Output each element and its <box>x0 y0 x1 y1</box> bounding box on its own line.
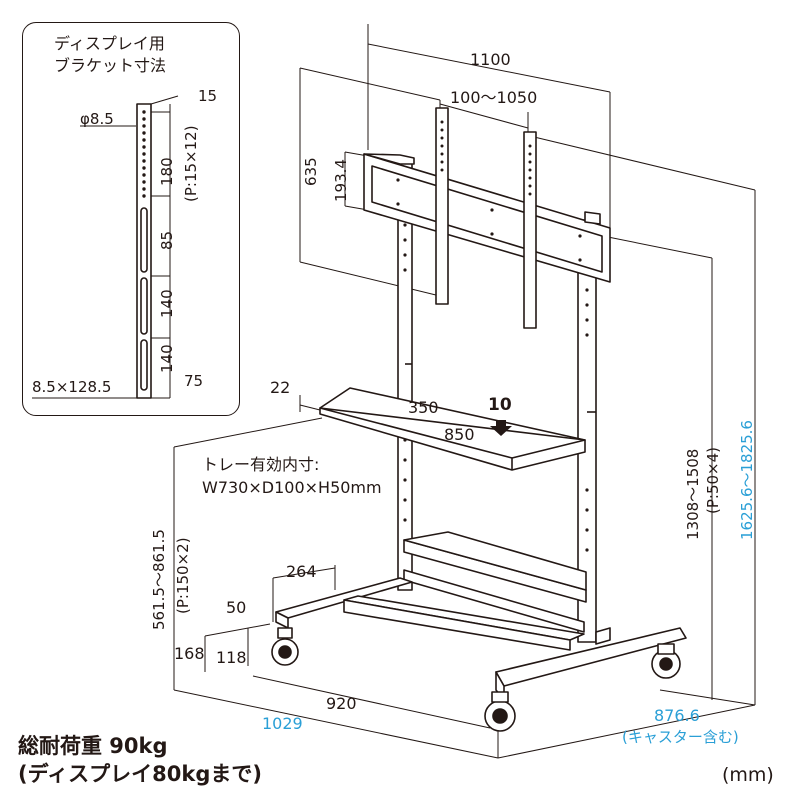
base-1029-label: 1029 <box>262 714 303 733</box>
segment3-label: 140 <box>158 344 176 373</box>
unit-label: (mm) <box>722 764 774 786</box>
base-264-label: 264 <box>286 562 317 581</box>
mount-height-label: 1308〜1508 <box>684 448 702 540</box>
base-876-label: 876.6 <box>654 706 700 725</box>
segment1-label: 85 <box>158 230 176 250</box>
mount-pitch-label: (P:50×4) <box>704 446 722 514</box>
shelf-height-label: 561.5〜861.5 <box>150 529 168 630</box>
base-118-label: 118 <box>216 648 247 667</box>
tray-width-label: 850 <box>444 425 475 444</box>
total-height-label: 1625.6〜1825.6 <box>738 420 756 540</box>
caster-note-label: (キャスター含む) <box>622 728 739 746</box>
pitch-label: 180 <box>158 157 176 186</box>
top-margin-label: 15 <box>198 87 218 105</box>
bracket-span-label: 100〜1050 <box>450 88 538 107</box>
bottom-label: 75 <box>184 372 204 390</box>
tray-inner-size: W730×D100×H50mm <box>202 478 382 497</box>
inset-title-line2: ブラケット寸法 <box>54 56 167 75</box>
slot-label: 8.5×128.5 <box>32 378 112 396</box>
inset-title-line1: ディスプレイ用 <box>54 34 165 53</box>
tray-depth-label: 350 <box>408 398 439 417</box>
load-capacity-line2: (ディスプレイ80kgまで) <box>18 762 262 786</box>
base-50-label: 50 <box>226 598 247 617</box>
inset-bracket <box>32 95 179 399</box>
load-capacity-line1: 総耐荷重 90kg <box>18 734 168 758</box>
height-635-label: 635 <box>302 157 320 186</box>
pitch-note-label: (P:15×12) <box>182 125 200 202</box>
shelf-pitch-label: (P:150×2) <box>174 537 192 614</box>
bracket-inset-panel <box>22 22 240 416</box>
base-168-label: 168 <box>174 644 205 663</box>
tray-offset-label: 22 <box>270 378 291 397</box>
width-1100-label: 1100 <box>470 50 511 69</box>
base-920-label: 920 <box>326 694 357 713</box>
segment2-label: 140 <box>158 289 176 318</box>
tray-inner-title: トレー有効内寸: <box>202 455 320 474</box>
height-193-label: 193.4 <box>332 159 350 202</box>
hole-diameter-label: φ8.5 <box>80 110 114 128</box>
down-arrow-value-label: 10 <box>488 395 512 415</box>
